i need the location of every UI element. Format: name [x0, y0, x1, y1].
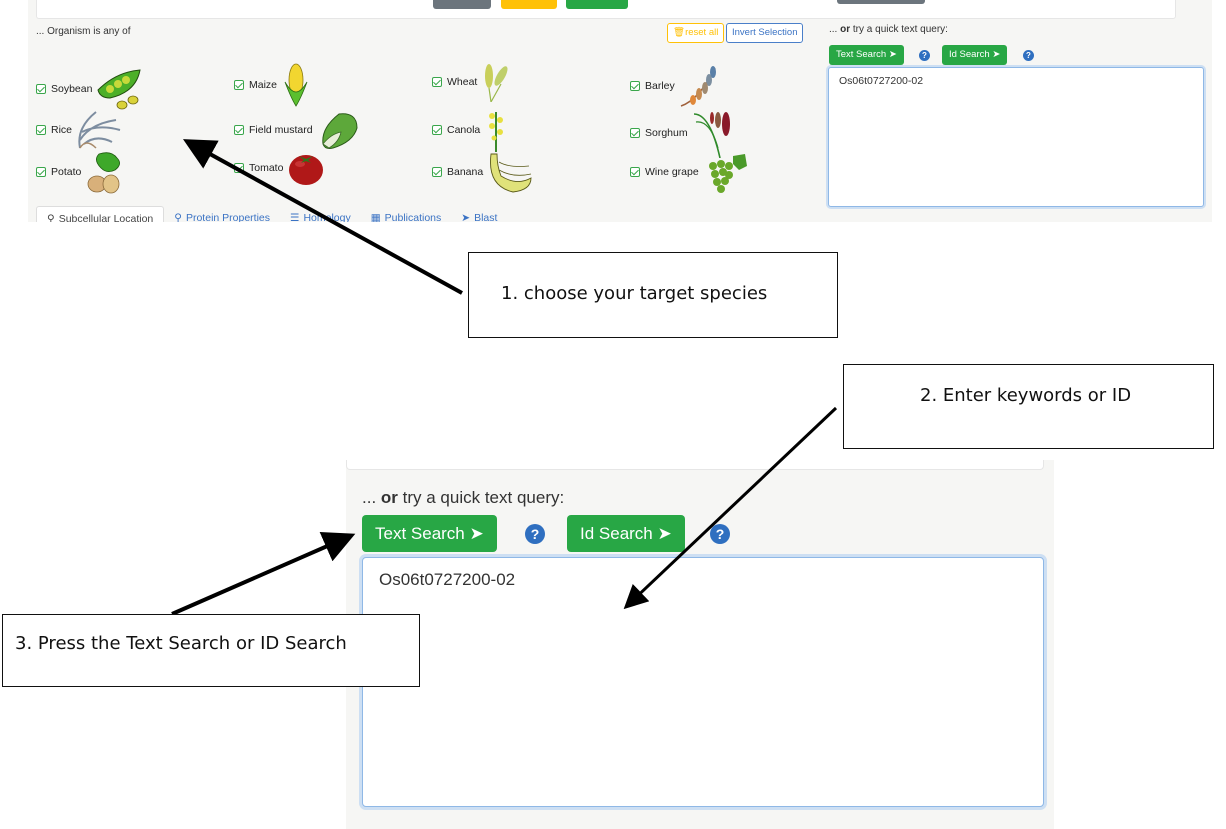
organism-soybean[interactable]: Soybean: [36, 68, 144, 110]
help-icon[interactable]: ?: [1023, 50, 1034, 61]
help-icon[interactable]: ?: [525, 524, 545, 544]
checkbox-checked[interactable]: [36, 84, 46, 94]
yellow-button-partial[interactable]: [501, 0, 557, 9]
organism-label: ... Organism is any of: [36, 26, 131, 37]
tab-homology[interactable]: ☰Homology: [290, 212, 351, 222]
id-search-button[interactable]: Id Search ➤: [567, 515, 685, 552]
potato-icon: [87, 152, 121, 194]
tab-blast[interactable]: ➤Blast: [461, 212, 498, 222]
organism-rice[interactable]: Rice: [36, 108, 124, 152]
sorghum-icon: [693, 112, 730, 158]
barley-icon: [680, 66, 716, 107]
search-icon: ⚲: [47, 213, 55, 222]
top-card-edge: [36, 0, 1176, 19]
search-icon: ⚲: [174, 212, 182, 222]
quick-query-label: ... or try a quick text query:: [829, 24, 948, 35]
text-search-button[interactable]: Text Search ➤: [829, 45, 904, 65]
paper-plane-icon: ➤: [992, 49, 1001, 60]
banana-icon: [490, 153, 532, 193]
field-mustard-icon: [321, 113, 358, 149]
arrow-step-3: [171, 531, 356, 616]
card-edge: [346, 460, 1044, 470]
help-icon[interactable]: ?: [919, 50, 930, 61]
soybean-icon: [97, 69, 142, 110]
checkbox-checked[interactable]: [432, 77, 442, 87]
checkbox-checked[interactable]: [630, 81, 640, 91]
tomato-icon: [289, 155, 324, 185]
tab-protein-properties[interactable]: ⚲Protein Properties: [174, 212, 271, 222]
tab-subcellular-location[interactable]: ⚲Subcellular Location: [36, 206, 165, 222]
query-textarea[interactable]: Os06t0727200-02: [362, 557, 1044, 807]
paper-plane-icon: ➤: [469, 524, 484, 543]
id-search-button[interactable]: Id Search ➤: [942, 45, 1008, 65]
checkbox-checked[interactable]: [432, 167, 442, 177]
organism-barley[interactable]: Barley: [630, 62, 727, 110]
callout-step-1: 1. choose your target species: [468, 252, 838, 338]
tab-bar: ⚲Subcellular Location ⚲Protein Propertie…: [36, 206, 507, 222]
text-search-button[interactable]: Text Search ➤: [362, 515, 497, 552]
reset-all-button[interactable]: 🗑reset all: [667, 23, 725, 43]
book-icon: ▦: [370, 212, 381, 222]
checkbox-checked[interactable]: [36, 125, 46, 135]
callout-step-2: 2. Enter keywords or ID: [843, 364, 1214, 449]
organism-potato[interactable]: Potato: [36, 150, 125, 194]
organism-tomato[interactable]: Tomato: [234, 150, 325, 186]
trash-icon: 🗑: [673, 27, 686, 38]
invert-selection-button[interactable]: Invert Selection: [726, 23, 804, 43]
checkbox-checked[interactable]: [630, 128, 640, 138]
canola-icon: [489, 112, 504, 152]
organism-wheat[interactable]: Wheat: [432, 62, 511, 102]
gray-button-partial[interactable]: [433, 0, 491, 9]
query-textarea[interactable]: Os06t0727200-02: [828, 67, 1204, 207]
organism-filter-panel: ... Organism is any of 🗑reset all Invert…: [28, 0, 1212, 222]
checkbox-checked[interactable]: [630, 167, 640, 177]
paper-plane-icon: ➤: [657, 524, 672, 543]
callout-step-3: 3. Press the Text Search or ID Search: [2, 614, 420, 687]
checkbox-checked[interactable]: [234, 163, 244, 173]
grape-icon: [708, 154, 747, 193]
paper-plane-icon: ➤: [888, 49, 897, 60]
organism-wine-grape[interactable]: Wine grape: [630, 150, 749, 194]
checkbox-checked[interactable]: [432, 125, 442, 135]
organism-sorghum[interactable]: Sorghum: [630, 108, 732, 158]
organism-banana[interactable]: Banana: [432, 150, 533, 194]
zoomed-query-panel: ... or try a quick text query: Text Sear…: [346, 460, 1054, 829]
help-icon[interactable]: ?: [710, 524, 730, 544]
checkbox-checked[interactable]: [234, 125, 244, 135]
rice-icon: [78, 111, 121, 149]
tab-publications[interactable]: ▦Publications: [370, 212, 442, 222]
quick-query-label: ... or try a quick text query:: [362, 488, 565, 507]
wheat-icon: [485, 64, 508, 102]
organism-field-mustard[interactable]: Field mustard: [234, 108, 361, 152]
organism-canola[interactable]: Canola: [432, 108, 508, 152]
green-button-partial[interactable]: [566, 0, 628, 9]
organism-maize[interactable]: Maize: [234, 62, 311, 108]
checkbox-checked[interactable]: [234, 80, 244, 90]
gray-button-partial-2[interactable]: [837, 0, 925, 4]
rocket-icon: ➤: [461, 212, 471, 222]
list-icon: ☰: [290, 212, 300, 222]
maize-icon: [284, 63, 308, 107]
checkbox-checked[interactable]: [36, 167, 46, 177]
